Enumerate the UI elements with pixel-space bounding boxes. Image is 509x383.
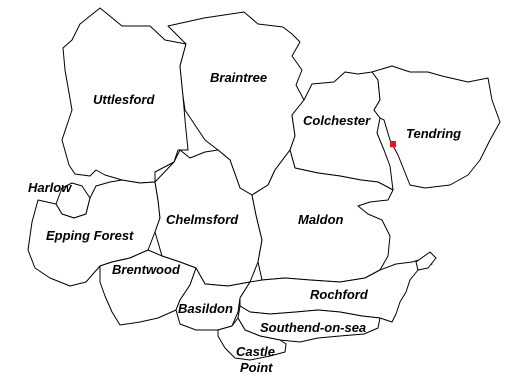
label-castle-point-line1: Castle (236, 344, 275, 359)
label-maldon: Maldon (298, 212, 344, 227)
label-braintree: Braintree (210, 70, 267, 85)
label-harlow: Harlow (28, 180, 72, 195)
label-basildon: Basildon (178, 301, 233, 316)
coastal-island-east (415, 251, 437, 271)
label-epping-forest: Epping Forest (46, 228, 134, 243)
label-colchester: Colchester (303, 113, 371, 128)
district-maldon (251, 149, 394, 283)
label-brentwood: Brentwood (112, 262, 181, 277)
label-castle-point-line2: Point (240, 360, 273, 375)
label-tendring: Tendring (406, 126, 461, 141)
label-southend-on-sea: Southend-on-sea (260, 320, 366, 335)
district-castle-point (217, 317, 287, 361)
label-uttlesford: Uttlesford (93, 92, 155, 107)
location-marker (390, 141, 396, 147)
label-chelmsford: Chelmsford (166, 212, 239, 227)
district-tendring (371, 65, 501, 189)
label-rochford: Rochford (310, 287, 369, 302)
